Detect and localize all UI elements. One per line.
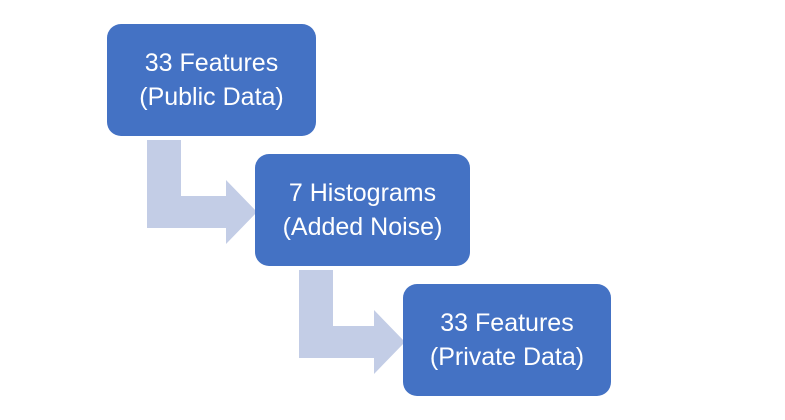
public-features-box: 33 Features (Public Data) bbox=[107, 24, 316, 136]
histograms-title: 7 Histograms bbox=[288, 179, 437, 207]
public-features-title: 33 Features bbox=[144, 49, 279, 77]
private-features-title: 33 Features bbox=[440, 309, 574, 337]
histograms-subtitle: (Added Noise) bbox=[282, 213, 443, 241]
public-features-subtitle: (Public Data) bbox=[139, 83, 284, 111]
private-features-box: 33 Features (Private Data) bbox=[403, 284, 611, 396]
private-features-subtitle: (Private Data) bbox=[429, 343, 585, 371]
bent-arrow-histograms-to-private bbox=[299, 270, 405, 374]
histograms-box: 7 Histograms (Added Noise) bbox=[255, 154, 470, 266]
bent-arrow-public-to-histograms bbox=[147, 140, 257, 244]
